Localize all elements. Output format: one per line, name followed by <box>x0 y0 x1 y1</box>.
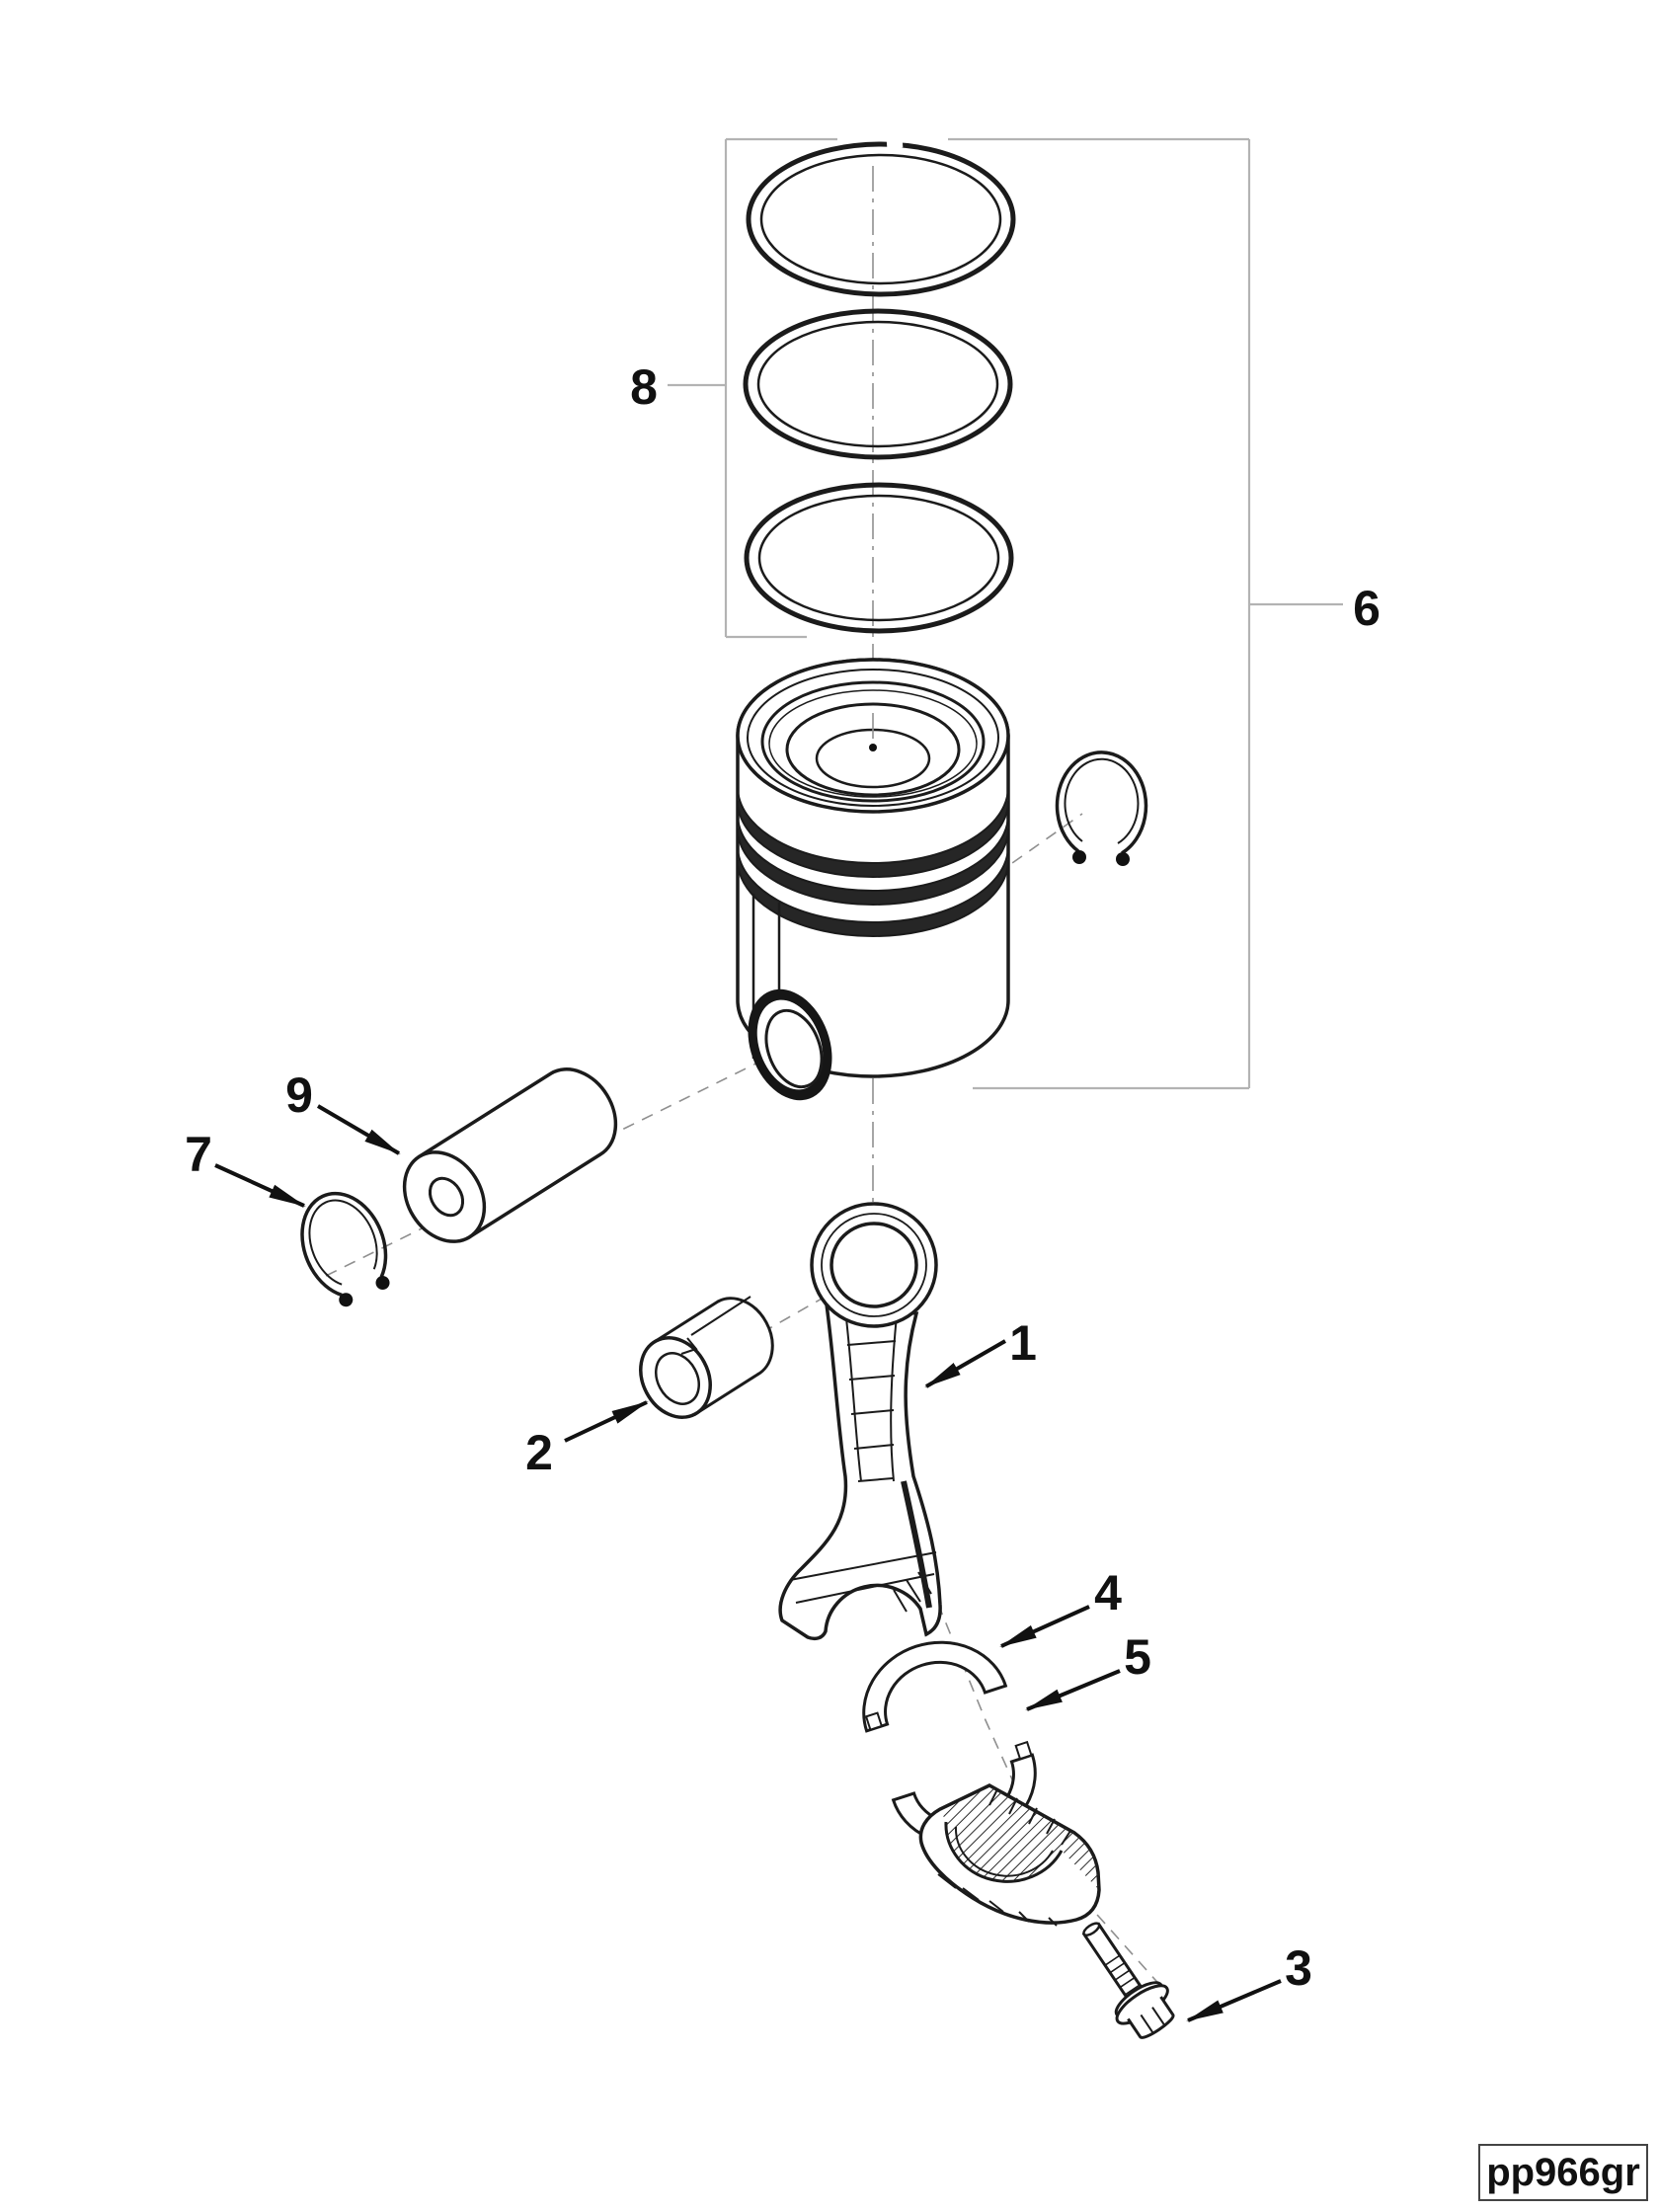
callout-5: 5 <box>1124 1629 1151 1685</box>
callout-9: 9 <box>285 1067 313 1123</box>
callout-6: 6 <box>1353 581 1381 636</box>
upper-bearing-shell <box>862 1640 1008 1733</box>
retaining-ring-left <box>300 1191 390 1307</box>
piston-ring-middle <box>743 308 1013 460</box>
piston-pin <box>402 1067 618 1243</box>
rod-bearing-cap <box>918 1783 1101 1927</box>
callout-1: 1 <box>1009 1315 1037 1371</box>
callout-2: 2 <box>525 1425 553 1480</box>
arrow-3 <box>1186 1979 1282 2022</box>
rings-bracket-box <box>668 137 1249 639</box>
piston-ring-top <box>746 137 1016 297</box>
piston-ring-oil <box>744 482 1014 634</box>
piston-assembly-bracket <box>973 139 1343 1090</box>
callout-7: 7 <box>185 1127 212 1182</box>
figure-code: pp966gr <box>1486 2151 1640 2194</box>
cap-bolt <box>1081 1922 1175 2039</box>
arrow-1 <box>924 1339 1006 1388</box>
arrow-9 <box>316 1104 401 1155</box>
center-axis-lines <box>325 166 1164 1990</box>
callout-4: 4 <box>1094 1565 1122 1620</box>
arrow-2 <box>564 1400 649 1443</box>
callout-3: 3 <box>1285 1940 1312 1996</box>
arrow-5 <box>1025 1669 1121 1711</box>
retaining-ring-right <box>1055 750 1148 866</box>
figure-code-box: pp966gr <box>1478 2144 1648 2201</box>
piston <box>736 658 1010 1101</box>
connecting-rod <box>778 1202 942 1641</box>
arrow-4 <box>999 1605 1090 1648</box>
piston-pin-bore <box>748 988 832 1101</box>
arrow-7 <box>214 1163 306 1208</box>
callout-arrows <box>214 1104 1282 2022</box>
pin-bushing <box>639 1296 774 1419</box>
callout-8: 8 <box>630 359 658 415</box>
